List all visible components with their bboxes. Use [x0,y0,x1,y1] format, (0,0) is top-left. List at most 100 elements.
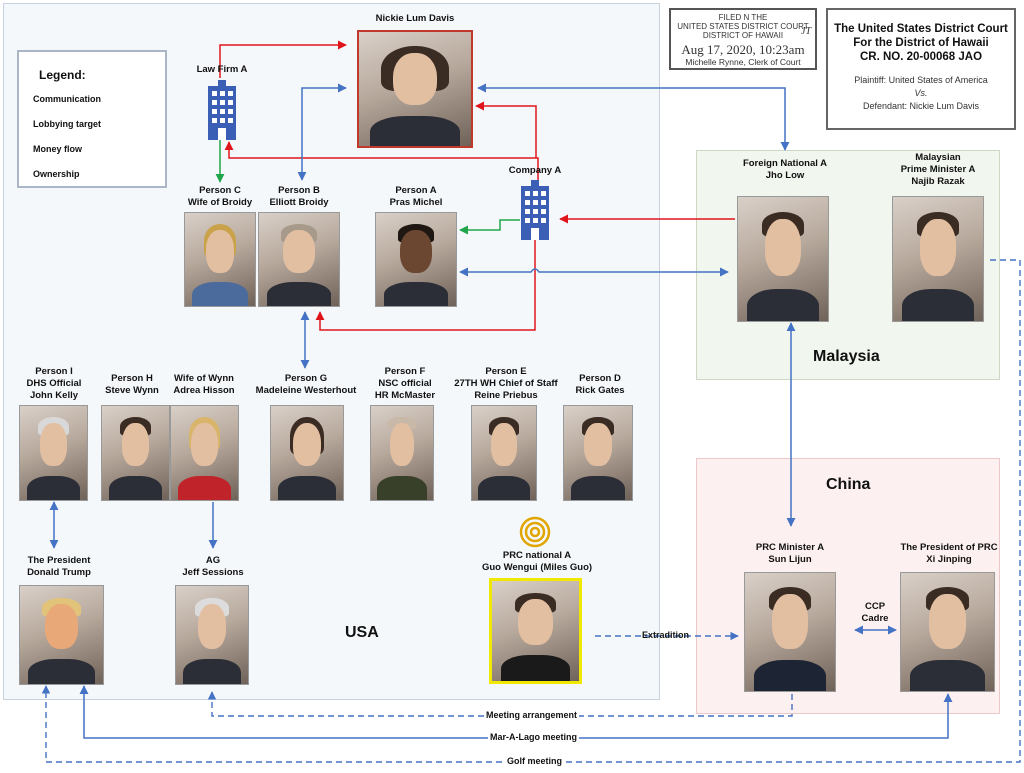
edge-label-ccp-cadre: CCP Cadre [852,601,898,625]
personi-line-1: Person I [35,366,73,377]
ccp-line-1: CCP [864,601,886,612]
najib-line-1: Malaysian [915,152,961,163]
label-wife-of-wynn: Wife of Wynn Adrea Hisson [164,373,244,397]
persong-line-1: Person G [284,373,328,384]
caption-case-number: CR. NO. 20-00068 JAO [859,51,983,63]
xi-jinping-photo [900,572,995,692]
sun-lijun-photo [744,572,836,692]
legend: Legend: Communication Lobbying target Mo… [17,50,167,188]
label-person-h: Person H Steve Wynn [90,373,174,397]
label-guo-wengui: PRC national A Guo Wengui (Miles Guo) [470,550,604,574]
stamp-clerk: Michelle Rynne, Clerk of Court [685,57,801,67]
person-a-photo [375,212,457,307]
label-nickie-lum-davis: Nickie Lum Davis [365,13,465,25]
madeleine-westerhout-photo [270,405,344,501]
personi-line-2: DHS Official [26,378,82,389]
label-company-a: Company A [495,165,575,177]
label-person-d: Person D Rick Gates [558,373,642,397]
legend-item-money: Money flow [33,144,82,154]
edge-label-golf-meeting: Golf meeting [505,756,565,766]
caption-plaintiff: Plaintiff: United States of America [854,75,988,85]
china-region-title: China [826,476,871,493]
donald-trump-photo [19,585,104,685]
caption-line2: For the District of Hawaii [853,37,989,49]
hr-mcmaster-photo [370,405,434,501]
john-kelly-photo [19,405,88,501]
company-a-building-icon [521,180,549,240]
legend-item-communication: Communication [33,94,102,104]
persond-line-1: Person D [579,373,621,384]
nickie-line-1: Nickie Lum Davis [375,13,455,24]
nickie-lum-davis-photo [357,30,473,148]
usa-region-title: USA [345,624,379,641]
guo-line-2: Guo Wengui (Miles Guo) [481,562,593,573]
lawfirm-line-1: Law Firm A [196,64,248,75]
legend-title: Legend: [39,68,86,82]
guo-wengui-photo [489,578,582,684]
stamp-initials: JT [801,26,811,37]
najib-line-2: Prime Minister A [900,164,976,175]
law-firm-building-icon [208,80,236,140]
persone-line-3: Reine Priebus [474,390,538,401]
persong-line-2: Madeleine Westerhout [255,385,357,396]
rick-gates-photo [563,405,633,501]
edge-label-meeting-arrangement: Meeting arrangement [484,710,580,720]
reince-priebus-photo [471,405,537,501]
personf-line-1: Person F [384,366,426,377]
jholow-line-1: Foreign National A [742,158,828,169]
legend-item-ownership: Ownership [33,169,80,179]
malaysia-region-title: Malaysia [813,348,880,365]
persone-line-2: 27TH WH Chief of Staff [454,378,558,389]
najib-razak-photo [892,196,984,322]
najib-line-3: Najib Razak [911,176,965,187]
personf-line-3: HR McMaster [374,390,436,401]
stamp-line1: FILED N THE [718,13,768,22]
label-person-f: Person F NSC official HR McMaster [360,366,450,402]
wynnwife-line-1: Wife of Wynn [174,373,234,384]
persona-line-2: Pras Michel [389,197,443,208]
personb-line-2: Elliott Broidy [269,197,329,208]
trump-line-1: The President [27,555,91,566]
jholow-line-2: Jho Low [765,170,805,181]
personh-line-1: Person H [111,373,153,384]
legend-item-lobbying: Lobbying target [33,119,101,129]
label-person-a: Person A Pras Michel [371,185,461,209]
caption-vs: Vs. [914,88,928,98]
person-c-photo [184,212,256,307]
stamp-line2: UNITED STATES DISTRICT COURT [677,22,809,31]
stamp-date: Aug 17, 2020, 10:23am [681,42,805,57]
personb-line-1: Person B [278,185,320,196]
ccp-line-2: Cadre [861,613,889,624]
personc-line-1: Person C [199,185,241,196]
persond-line-2: Rick Gates [575,385,625,396]
label-jho-low: Foreign National A Jho Low [735,158,835,182]
xi-line-2: Xi Jinping [926,554,972,565]
target-icon [519,516,551,548]
label-sun-lijun: PRC Minister A Sun Lijun [740,542,840,566]
personf-line-2: NSC official [378,378,432,389]
case-caption: The United States District Court For the… [826,8,1016,130]
sunlijun-line-1: PRC Minister A [755,542,825,553]
jho-low-photo [737,196,829,322]
label-person-c: Person C Wife of Broidy [175,185,265,209]
edge-label-mar-a-lago: Mar-A-Lago meeting [488,732,580,742]
caption-line1: The United States District Court [834,23,1008,35]
adrea-hisson-photo [170,405,239,501]
companya-line-1: Company A [508,165,562,176]
edge-label-extradition: Extradition [642,630,690,640]
label-person-i: Person I DHS Official John Kelly [10,366,98,402]
trump-line-2: Donald Trump [27,567,91,578]
personi-line-3: John Kelly [29,390,79,401]
person-b-photo [258,212,340,307]
label-person-b: Person B Elliott Broidy [254,185,344,209]
caption-defendant: Defendant: Nickie Lum Davis [862,101,980,111]
stamp-line3: DISTRICT OF HAWAII [702,31,784,40]
label-person-e: Person E 27TH WH Chief of Staff Reine Pr… [446,366,566,402]
label-najib-razak: Malaysian Prime Minister A Najib Razak [888,152,988,188]
label-donald-trump: The President Donald Trump [14,555,104,579]
persona-line-1: Person A [395,185,437,196]
sessions-line-2: Jeff Sessions [182,567,244,578]
xi-line-1: The President of PRC [900,542,998,553]
jeff-sessions-photo [175,585,249,685]
